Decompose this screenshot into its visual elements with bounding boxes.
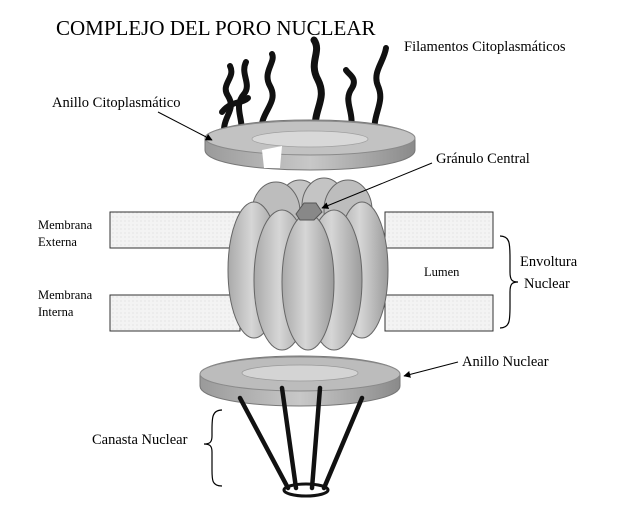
label-anillo-nuclear: Anillo Nuclear <box>462 354 549 370</box>
label-anillo-citoplasmatico: Anillo Citoplasmático <box>52 95 180 111</box>
label-membrana-interna-2: Interna <box>38 305 74 319</box>
label-lumen: Lumen <box>424 265 460 279</box>
diagram-title: COMPLEJO DEL PORO NUCLEAR <box>56 16 376 40</box>
central-granule <box>295 202 323 221</box>
cytoplasmic-filaments <box>219 36 389 143</box>
nuclear-ring <box>199 355 401 407</box>
arrow-anillo-citoplasmatico <box>157 111 213 141</box>
label-membrana-externa-2: Externa <box>38 235 77 249</box>
label-canasta-nuclear: Canasta Nuclear <box>92 432 188 448</box>
nuclear-basket <box>237 385 365 498</box>
label-filamentos: Filamentos Citoplasmáticos <box>404 39 566 55</box>
cytoplasmic-ring <box>204 119 416 171</box>
label-envoltura: Envoltura <box>520 254 578 270</box>
arrow-anillo-nuclear <box>403 361 459 378</box>
label-membrana-interna-1: Membrana <box>38 288 93 302</box>
label-membrana-externa-1: Membrana <box>38 218 93 232</box>
basket-brace <box>203 409 223 487</box>
label-envoltura-nuclear: Nuclear <box>524 276 570 292</box>
inner-membrane <box>109 294 494 332</box>
label-granulo-central: Gránulo Central <box>436 151 530 167</box>
envelope-brace <box>499 235 519 329</box>
arrow-granulo-central <box>321 162 433 209</box>
